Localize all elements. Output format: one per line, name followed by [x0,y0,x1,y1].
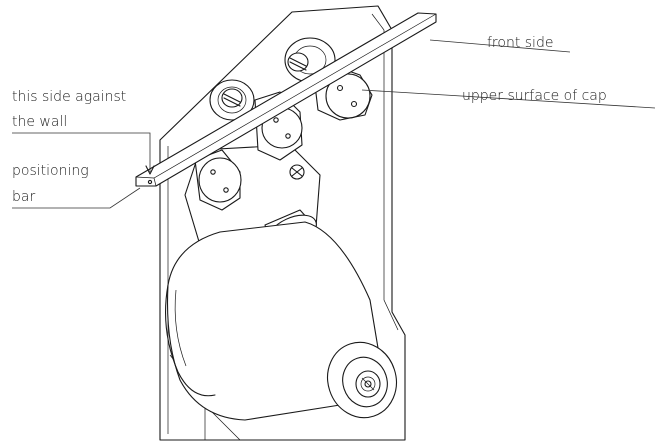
label-positioning-line2: bar [12,189,35,205]
label-wall-side-line1: this side against [12,89,126,105]
callouts: front side upper surface of cap this sid… [12,35,607,205]
arrow-head [145,165,155,175]
label-wall-side-line2: the wall [12,114,67,130]
leader-positioning-bar [12,187,141,209]
leader-front-side [429,39,571,53]
screw-head-left [221,88,243,108]
leader-upper-surface-of-cap [361,89,656,109]
valve-cluster [184,37,373,246]
label-positioning-line1: positioning [12,163,89,179]
cap-left [194,149,242,211]
label-upper-surface-of-cap: upper surface of cap [462,88,607,104]
expansion-tank [164,209,397,421]
leader-lines [12,39,656,209]
side-screw [289,164,305,180]
positioning-bar [135,12,437,187]
leader-wall-side [12,132,151,172]
label-front-side: front side [487,35,553,51]
screw-head-right [287,52,309,72]
